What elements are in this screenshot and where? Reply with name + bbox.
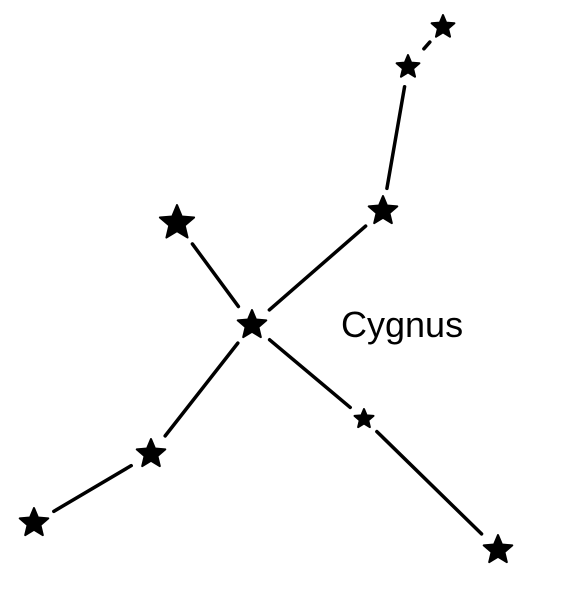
line-lower-right-1-to-lower-right-tip [375, 429, 484, 536]
star-upper-left-icon [158, 204, 196, 239]
constellation-label: Cygnus [341, 304, 464, 345]
star-lower-right-tip-icon [482, 534, 514, 564]
star-lower-left-tip-icon [18, 507, 50, 537]
star-upper-right-1-icon [367, 195, 399, 225]
star-lower-right-1-icon [353, 408, 375, 429]
star-upper-right-2-icon [395, 54, 421, 78]
line-center-to-lower-left-1 [163, 341, 240, 438]
line-upper-left-to-center [190, 242, 241, 309]
line-lower-left-1-to-lower-left-tip [52, 463, 133, 514]
line-center-to-lower-right-1 [267, 338, 352, 410]
star-lower-left-1-icon [135, 438, 167, 468]
line-top-right-tip-to-upper-right-2 [419, 40, 432, 54]
constellation-lines [52, 40, 484, 536]
line-upper-right-2-to-upper-right-1 [385, 84, 407, 191]
star-top-right-tip-icon [430, 14, 456, 38]
star-center-icon [236, 309, 268, 339]
line-upper-right-1-to-center [267, 224, 368, 312]
constellation-stars [18, 14, 514, 564]
